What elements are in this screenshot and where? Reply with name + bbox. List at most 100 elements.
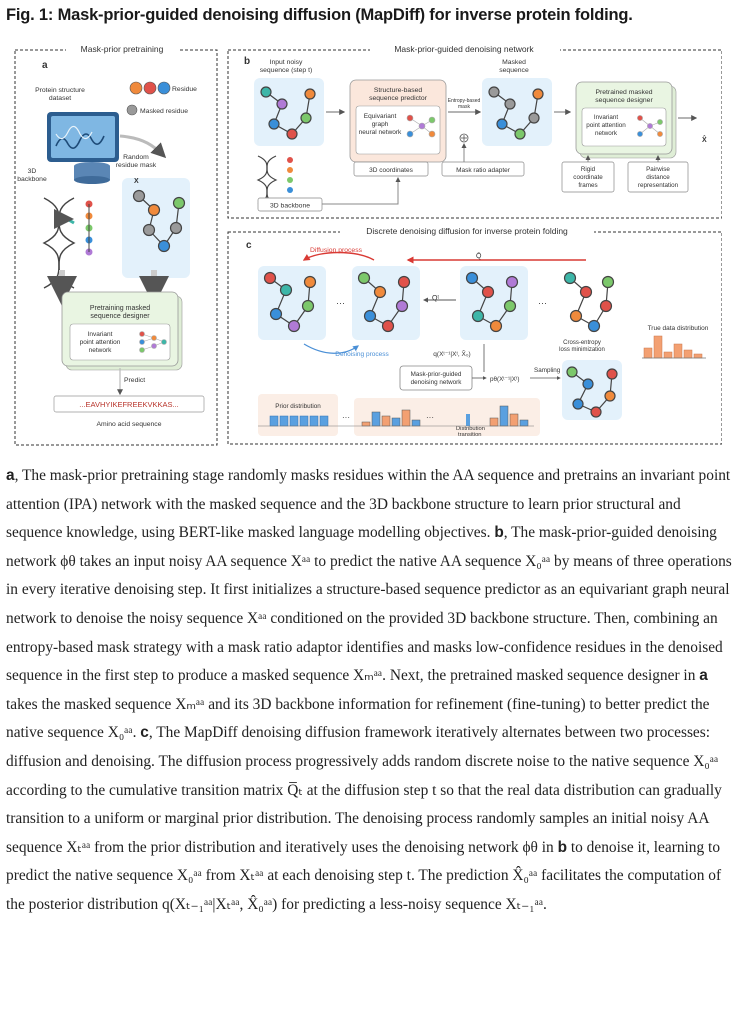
panel-a-x-label: X — [134, 178, 139, 185]
figure-caption: a, The mask-prior pretraining stage rand… — [6, 462, 732, 920]
pairwise-2: distance — [646, 174, 670, 181]
q-posterior: q(Xᵗ⁻¹|Xᵗ, X̂₀) — [433, 350, 470, 358]
panel-b-header: Mask-prior-guided denoising network — [394, 44, 534, 54]
entropy-2: mask — [458, 104, 470, 110]
panel-a: Mask-prior pretraining a Protein structu… — [14, 42, 218, 446]
graph-c-3 — [465, 271, 519, 333]
egnn-1: Equivariant — [364, 113, 397, 120]
protein-dataset-label-1: Protein structure — [35, 87, 85, 94]
mpg-1: Mask-prior-guided — [411, 371, 462, 378]
panel-a-ipa-1: Invariant — [88, 331, 113, 338]
backbone-b-label: 3D backbone — [270, 203, 310, 210]
sampling-label: Sampling — [534, 367, 561, 374]
figure-title: Fig. 1: Mask-prior-guided denoising diff… — [6, 6, 633, 24]
x0-hat-label: X̂ — [702, 135, 707, 144]
caption-b-ref: a — [699, 667, 708, 685]
transition-2: transition — [458, 432, 482, 438]
caption-c-text: , The MapDiff denoising diffusion framew… — [6, 724, 722, 856]
transition-icon: Distribution transition — [456, 414, 485, 438]
panel-c-header: Discrete denoising diffusion for inverse… — [366, 226, 568, 236]
figure-graphic: Mask-prior pretraining a Protein structu… — [14, 42, 722, 446]
ellipsis-4: ··· — [426, 413, 434, 422]
caption-a-label: a — [6, 467, 15, 484]
caption-b-text2: takes the masked sequence Xₘᵃᵃ and its 3… — [6, 695, 710, 742]
masked-graph-b — [488, 86, 544, 140]
cross-entropy-2: loss minimization — [559, 347, 605, 353]
caption-c-text2: to denoise it, learning to predict the n… — [6, 838, 722, 913]
ellipsis-1: ··· — [336, 298, 345, 308]
masked-seq-1: Masked — [502, 59, 526, 66]
panel-c: Discrete denoising diffusion for inverse… — [227, 224, 722, 445]
egnn-net-icon — [406, 114, 436, 138]
predictor-2: sequence predictor — [369, 95, 428, 102]
q-bar-label: Q̄ — [476, 252, 482, 260]
coords-label: 3D coordinates — [369, 167, 413, 174]
coords-box — [353, 161, 429, 177]
panel-a-backbone-1: 3D — [28, 168, 37, 175]
pretraining-designer-title-2: sequence designer — [90, 313, 150, 320]
random-mask-label-1: Random — [123, 154, 149, 161]
caption-c-ref: b — [557, 838, 567, 856]
adapter-label: Mask ratio adapter — [456, 167, 511, 174]
caption-c-label: c — [140, 724, 149, 742]
adapter-box — [441, 161, 525, 177]
mpg-2: denoising network — [411, 379, 463, 386]
residue-dot-blue — [157, 81, 171, 95]
masked-residue-dot — [126, 104, 138, 116]
ellipsis-2: ··· — [538, 298, 547, 308]
backbone-helix-icon-b — [256, 155, 293, 205]
panel-b-ipa-2: point attention — [586, 122, 626, 129]
legend-masked: Masked residue — [140, 108, 188, 115]
rigid-2: coordinate — [573, 174, 603, 181]
ipa-net-icon-b — [637, 115, 663, 137]
pairwise-3: representation — [638, 182, 679, 189]
caption-a-text: , The mask-prior pretraining stage rando… — [6, 467, 731, 542]
p-theta: pθ(Xᵗ⁻¹|Xᵗ) — [490, 376, 519, 383]
panel-a-letter: a — [42, 60, 48, 71]
input-noisy-2: sequence (step t) — [260, 67, 313, 74]
caption-b-label: b — [494, 524, 504, 542]
egnn-2: graph — [372, 121, 389, 128]
amino-acid-sequence: ...EAVHYIKEFREEKVKKAS... — [79, 400, 178, 409]
graph-c-4 — [563, 271, 615, 333]
rigid-3: frames — [578, 182, 597, 189]
ellipsis-3: ··· — [342, 413, 350, 422]
amino-acid-caption: Amino acid sequence — [97, 421, 162, 428]
rigid-1: Rigid — [581, 166, 596, 173]
graph-c-2 — [357, 271, 411, 333]
graph-c-pred — [566, 366, 618, 418]
prior-label: Prior distribution — [275, 403, 321, 410]
transition-1: Distribution — [456, 426, 485, 432]
input-graph-b — [260, 86, 316, 140]
masked-seq-2: sequence — [499, 67, 529, 74]
backbone-helix-icon — [42, 197, 93, 289]
sequence-box — [53, 395, 205, 413]
qt-label: Qᵗ — [432, 295, 439, 302]
diffusion-label: Diffusion process — [310, 247, 363, 254]
predict-label: Predict — [124, 377, 145, 384]
caption-b-text: , The mask-prior-guided denoising networ… — [6, 524, 732, 685]
panel-a-header: Mask-prior pretraining — [81, 44, 164, 54]
pretrained-1: Pretrained masked — [595, 89, 652, 96]
graph-c-1 — [263, 271, 317, 333]
legend-residue: Residue — [172, 86, 197, 93]
random-mask-label-2: residue mask — [116, 162, 157, 169]
panel-c-letter: c — [246, 240, 252, 251]
panel-a-ipa-2: point attention — [80, 339, 121, 346]
protein-dataset-label-2: dataset — [49, 95, 71, 102]
dataset-monitor-icon — [47, 112, 119, 184]
true-dist-hist — [643, 335, 703, 359]
panel-a-ipa-3: network — [89, 347, 113, 354]
panel-b-letter: b — [244, 56, 250, 67]
pairwise-1: Pairwise — [646, 166, 670, 173]
pretraining-designer-title-1: Pretraining masked — [90, 305, 150, 312]
predictor-1: Structure-based — [374, 87, 423, 94]
ipa-net-icon-a — [139, 331, 167, 353]
panel-b-ipa-1: Invariant — [594, 114, 618, 121]
mpg-network-box — [399, 365, 473, 391]
denoising-label: Denoising process — [335, 351, 389, 358]
cross-entropy-1: Cross-entropy — [563, 340, 601, 346]
residue-dot-orange — [129, 81, 143, 95]
entropy-1: Entropy-based — [448, 98, 481, 104]
pretrained-2: sequence designer — [595, 97, 653, 104]
